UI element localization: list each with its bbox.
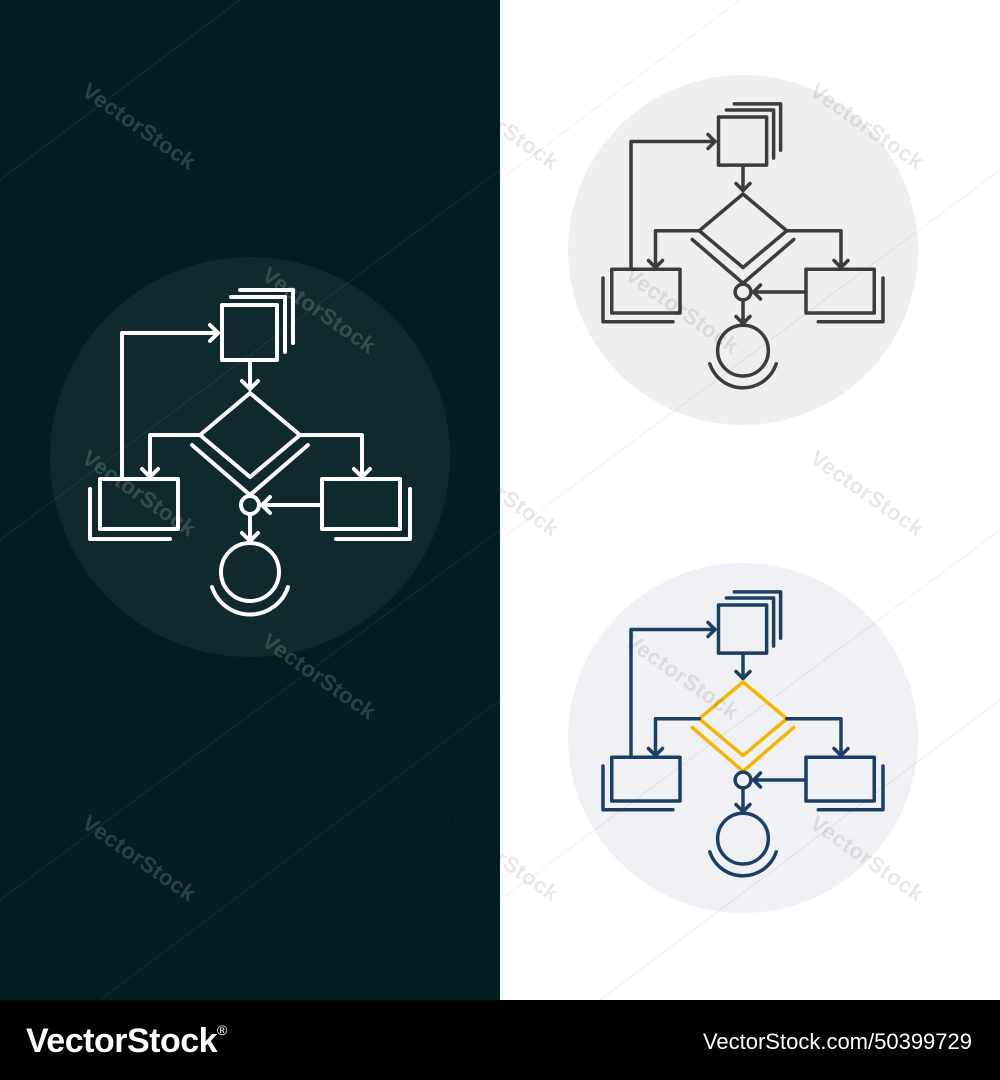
- footer-bar: VectorStock® VectorStock.com/50399729: [0, 1000, 1000, 1080]
- terminator-shadow-arc: [708, 362, 778, 390]
- loop-connector: [120, 331, 220, 481]
- arrow-head: [734, 669, 752, 681]
- arrow-head: [751, 283, 763, 301]
- dark-panel: [0, 0, 500, 1000]
- stack-line: [816, 764, 885, 812]
- image-id: VectorStock.com/50399729: [702, 1029, 972, 1054]
- arrow-head: [751, 771, 763, 789]
- left-process-box: [610, 267, 682, 315]
- decision-diamond: [198, 391, 302, 479]
- connector: [298, 433, 364, 479]
- terminator-shadow-arc: [708, 850, 778, 878]
- brand-name: VectorStock: [26, 1022, 218, 1060]
- right-process-box: [320, 477, 402, 531]
- registered-mark: ®: [217, 1022, 227, 1038]
- stack-line: [732, 590, 783, 640]
- left-process-box: [610, 755, 682, 803]
- stack-line: [724, 596, 776, 648]
- terminator-shadow-arc: [210, 585, 290, 617]
- stack-line: [601, 276, 675, 324]
- icon-backdrop-circle: [50, 257, 450, 657]
- stack-line: [816, 276, 885, 324]
- right-process-box: [804, 267, 876, 315]
- stack-line: [238, 288, 295, 345]
- arrow-head: [706, 620, 717, 639]
- stack-line: [724, 108, 776, 160]
- top-process-box: [716, 115, 769, 167]
- connector: [785, 229, 843, 270]
- connector: [653, 717, 701, 758]
- stack-line: [732, 102, 783, 152]
- top-process-box: [220, 303, 279, 362]
- arrow-head: [260, 495, 272, 515]
- flowchart-icon: [601, 590, 885, 878]
- end-terminator: [219, 541, 281, 603]
- brand-logo: VectorStock®: [26, 1022, 227, 1061]
- left-process-box: [98, 477, 180, 531]
- stack-line: [601, 764, 675, 812]
- flowchart-icon: [601, 102, 885, 390]
- diamond-shadow-line: [690, 725, 796, 773]
- merge-node: [239, 494, 261, 516]
- icon-backdrop-circle: [568, 75, 918, 425]
- merge-node: [733, 282, 753, 302]
- decision-diamond: [697, 680, 789, 758]
- arrow-head: [208, 323, 220, 343]
- stack-line: [229, 295, 287, 354]
- connector: [148, 433, 202, 479]
- merge-node: [733, 770, 753, 790]
- flowchart-icon: [88, 288, 412, 617]
- diamond-shadow-line: [190, 443, 310, 497]
- diamond-shadow-line: [690, 237, 796, 285]
- icon-backdrop-circle: [568, 563, 918, 913]
- loop-connector: [629, 139, 717, 271]
- right-process-box: [804, 755, 876, 803]
- arrow-head: [734, 181, 752, 193]
- arrow-head: [240, 379, 260, 391]
- top-process-box: [716, 603, 769, 655]
- connector: [785, 717, 843, 758]
- end-terminator: [715, 323, 771, 378]
- decision-diamond: [697, 192, 789, 270]
- loop-connector: [629, 627, 717, 759]
- stack-line: [88, 487, 172, 541]
- connector: [653, 229, 701, 270]
- arrow-head: [706, 132, 717, 151]
- stack-line: [334, 487, 412, 541]
- end-terminator: [715, 811, 771, 866]
